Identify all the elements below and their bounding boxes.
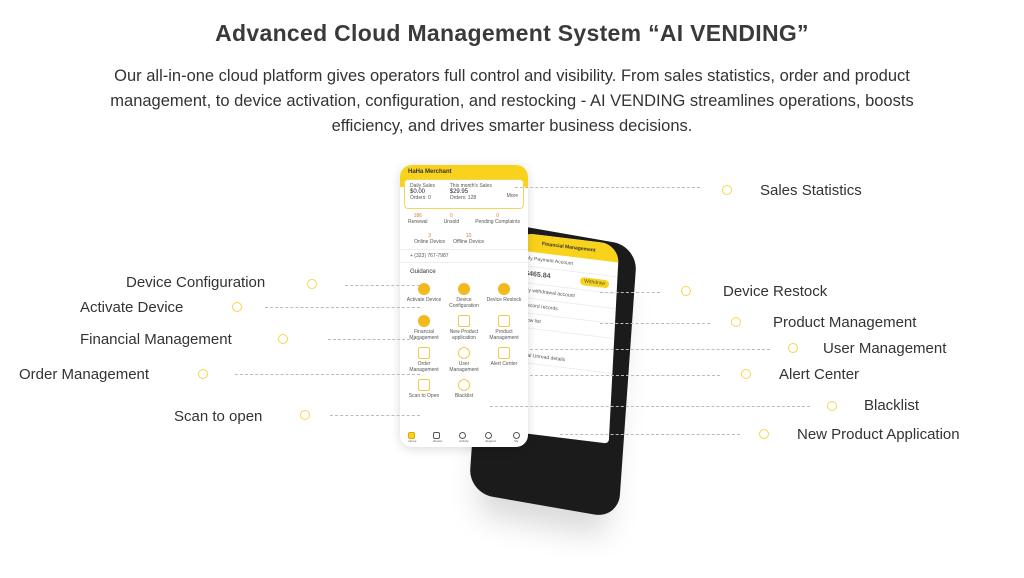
callout-dot <box>788 343 798 353</box>
callout-alert-center: Alert Center <box>779 366 860 383</box>
callout-dot <box>278 334 288 344</box>
user-block-icon <box>458 379 470 391</box>
callout-line <box>600 323 710 324</box>
callout-dot <box>759 429 769 439</box>
step-icon <box>458 283 470 295</box>
callout-line <box>560 434 740 435</box>
daily-orders: Orders: 0 <box>410 195 431 201</box>
grid-item[interactable]: Financial Management <box>404 315 444 341</box>
callout-device-configuration: Device Configuration <box>126 274 266 291</box>
callout-device-restock: Device Restock <box>723 283 828 300</box>
callout-scan-to-open: Scan to open <box>174 408 263 425</box>
withdraw-button[interactable]: Withdraw <box>580 276 610 289</box>
grid-item[interactable]: New Product application <box>444 315 484 341</box>
callout-line <box>330 415 420 416</box>
callout-new-product-application: New Product Application <box>797 426 960 443</box>
callout-line <box>530 375 720 376</box>
grid-item[interactable]: Device Restock <box>484 283 524 309</box>
grid-item[interactable]: Scan to Open <box>404 379 444 399</box>
callout-line <box>600 292 660 293</box>
callout-line <box>328 339 420 340</box>
callout-line <box>235 374 420 375</box>
house-icon <box>498 347 510 359</box>
callout-product-management: Product Management <box>773 314 917 331</box>
callout-blacklist: Blacklist <box>864 397 920 414</box>
month-sales: $29.95 <box>449 189 469 195</box>
grid-item[interactable]: Order Management <box>404 347 444 373</box>
nav-my[interactable]: My <box>512 432 520 443</box>
step-icon <box>418 315 430 327</box>
bottom-nav: Home Device Activity Support My <box>400 432 528 443</box>
month-orders: Orders: 128 <box>449 195 477 201</box>
callout-line <box>265 307 420 308</box>
callout-order-management: Order Management <box>19 366 150 383</box>
more-button[interactable]: More <box>506 193 518 199</box>
callout-dot <box>307 279 317 289</box>
page-description: Our all-in-one cloud platform gives oper… <box>110 67 914 135</box>
balance: $465.84 <box>524 270 551 281</box>
function-grid: Activate Device Device Configuration Dev… <box>400 281 528 401</box>
grid-item[interactable]: Device Configuration <box>444 283 484 309</box>
callout-dot <box>827 401 837 411</box>
guidance-heading: Guidance <box>410 269 436 275</box>
document-icon <box>458 315 470 327</box>
callout-dot <box>741 369 751 379</box>
callout-line <box>515 187 700 188</box>
callout-dot <box>681 286 691 296</box>
nav-support[interactable]: Support <box>485 432 496 443</box>
callout-line <box>490 406 810 407</box>
step-icon <box>498 283 510 295</box>
scan-icon <box>418 379 430 391</box>
callout-activate-device: Activate Device <box>80 299 184 316</box>
callout-dot <box>722 185 732 195</box>
step-icon <box>418 283 430 295</box>
grid-item[interactable]: Alert Center <box>484 347 524 373</box>
label: Daily Sales <box>410 183 436 189</box>
grid-item[interactable]: Product Management <box>484 315 524 341</box>
callout-line <box>345 285 420 286</box>
nav-activity[interactable]: Activity <box>459 432 469 443</box>
grid-item[interactable]: User Management <box>444 347 484 373</box>
callout-line <box>530 349 770 350</box>
callout-dot <box>232 302 242 312</box>
grid-item[interactable]: Activate Device <box>404 283 444 309</box>
callout-financial-management: Financial Management <box>80 331 232 348</box>
daily-sales: $0.00 <box>410 189 426 195</box>
label: This month's Sales <box>449 183 492 189</box>
user-icon <box>458 347 470 359</box>
grid-item[interactable]: Blacklist <box>444 379 484 399</box>
callout-dot <box>198 369 208 379</box>
nav-home[interactable]: Home <box>408 432 416 443</box>
clipboard-icon <box>418 347 430 359</box>
page-title: Advanced Cloud Management System “AI VEN… <box>215 20 809 46</box>
callout-user-management: User Management <box>823 340 947 357</box>
bag-icon <box>498 315 510 327</box>
contact-phone[interactable]: + (323) 767-7987 <box>400 249 528 263</box>
callout-dot <box>300 410 310 420</box>
nav-device[interactable]: Device <box>433 432 442 443</box>
callout-dot <box>731 317 741 327</box>
callout-sales-statistics: Sales Statistics <box>760 182 862 199</box>
